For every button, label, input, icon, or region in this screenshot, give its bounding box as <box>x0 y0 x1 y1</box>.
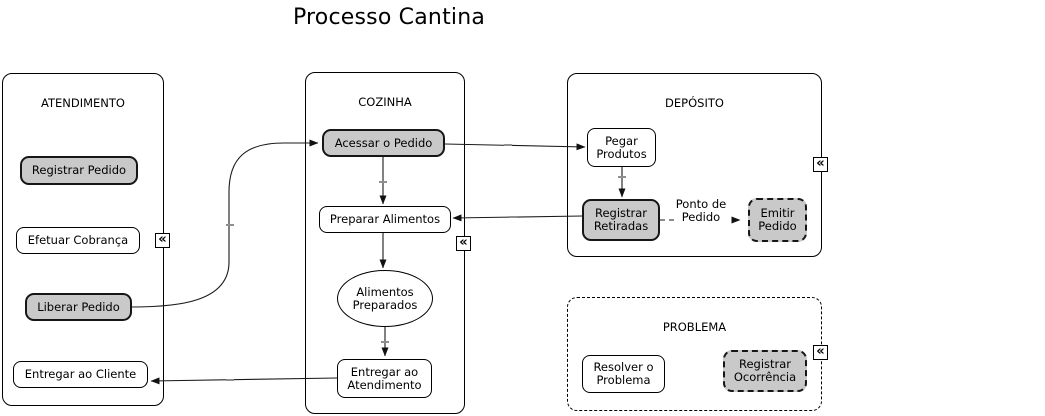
node-resolver-o-problema: Resolver o Problema <box>582 355 665 393</box>
node-entregar-ao-atendimento: Entregar ao Atendimento <box>337 359 432 398</box>
diagram-title: Processo Cantina <box>292 5 486 30</box>
node-entregar-ao-cliente: Entregar ao Cliente <box>13 361 148 388</box>
node-registrar-ocorrencia: Registrar Ocorrência <box>723 350 807 392</box>
edge-registrar-retiradas-to-preparar-alimentos <box>452 214 583 222</box>
edge-entregar-ao-atendimento-to-entregar-ao-cliente <box>150 377 338 385</box>
node-acessar-o-pedido: Acessar o Pedido <box>322 129 445 157</box>
node-liberar-pedido: Liberar Pedido <box>25 293 132 321</box>
edge-acessar-o-pedido-to-pegar-produtos <box>444 143 586 151</box>
edge-label-ponto-de-pedido: Ponto de Pedido <box>674 197 728 224</box>
collapse-lane-deposito-icon[interactable]: « <box>813 157 828 172</box>
edge-liberar-pedido-to-acessar-o-pedido <box>131 139 319 308</box>
node-efetuar-cobranca: Efetuar Cobrança <box>16 227 140 254</box>
node-preparar-alimentos: Preparar Alimentos <box>319 206 451 233</box>
node-registrar-pedido: Registrar Pedido <box>20 156 138 185</box>
edge-break-ticks <box>226 144 626 381</box>
lane-cozinha-title: COZINHA <box>358 95 412 109</box>
node-pegar-produtos: Pegar Produtos <box>587 128 656 167</box>
collapse-lane-atendimento-icon[interactable]: « <box>155 233 170 248</box>
node-registrar-retiradas: Registrar Retiradas <box>582 199 660 241</box>
lane-deposito-title: DEPÓSITO <box>665 96 724 110</box>
lane-problema-title: PROBLEMA <box>662 320 727 334</box>
node-alimentos-preparados: Alimentos Preparados <box>337 270 433 327</box>
node-emitir-pedido: Emitir Pedido <box>748 198 807 242</box>
collapse-lane-cozinha-icon[interactable]: « <box>456 236 471 251</box>
collapse-lane-problema-icon[interactable]: « <box>813 345 828 360</box>
lane-atendimento-title: ATENDIMENTO <box>41 96 125 110</box>
